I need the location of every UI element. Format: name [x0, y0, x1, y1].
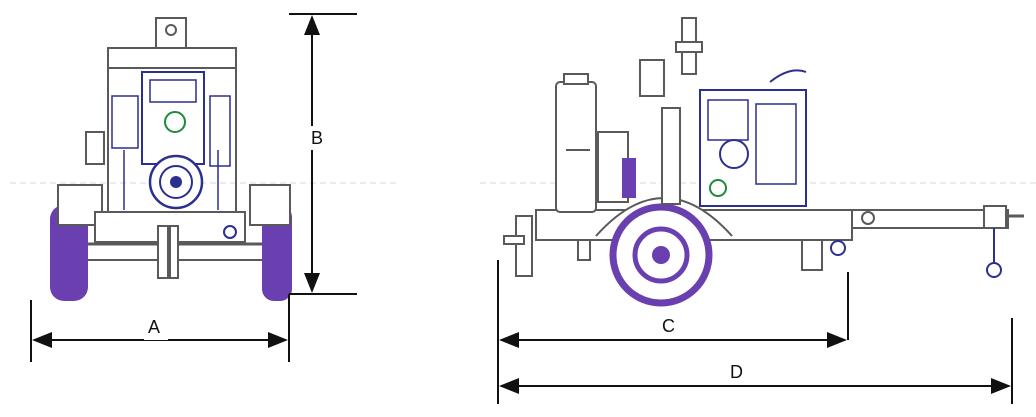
dimension-d: D [499, 318, 1013, 404]
side-view [480, 17, 1036, 307]
front-right-tire [262, 205, 292, 301]
front-view [10, 17, 400, 301]
dimension-c: C [497, 260, 849, 404]
dimension-b-label: B [311, 128, 323, 148]
side-engine [699, 89, 807, 207]
front-engine [141, 71, 205, 165]
dimension-d-label: D [730, 362, 743, 382]
front-left-tire [50, 205, 88, 301]
dimension-a-label: A [148, 317, 160, 337]
side-tank [555, 81, 597, 213]
dimension-c-label: C [662, 316, 675, 336]
dimension-a: A [30, 294, 290, 362]
dimension-b: B [289, 13, 357, 295]
